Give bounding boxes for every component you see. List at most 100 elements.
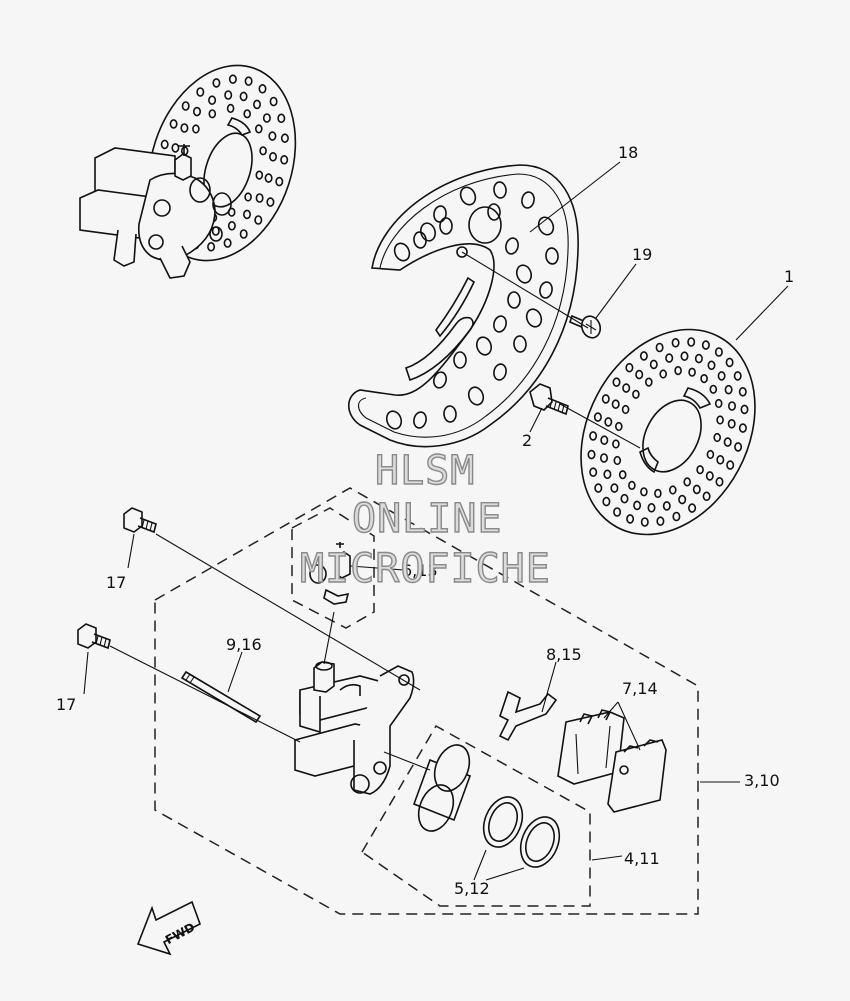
guard-cutout [539, 281, 553, 299]
bleed-screw [309, 542, 351, 605]
callout-6-13: 6,13 [402, 561, 438, 580]
bleeder-box [291, 507, 375, 629]
drill-hole [208, 109, 217, 119]
callout-7-14: 7,14 [622, 679, 658, 698]
drill-hole [662, 501, 671, 511]
drill-hole [647, 502, 656, 513]
drill-hole [275, 176, 284, 187]
drill-hole [259, 146, 267, 156]
guard-cutout [443, 405, 457, 423]
guard-cutout [439, 217, 453, 235]
drill-hole [688, 367, 696, 377]
drill-hole [243, 109, 251, 119]
drill-hole [707, 360, 716, 371]
drill-hole [702, 491, 711, 502]
drill-hole [621, 404, 630, 415]
drill-hole [683, 477, 692, 487]
fwd-arrow: FWD [136, 900, 201, 956]
drill-hole [733, 371, 742, 381]
drill-hole [724, 384, 733, 395]
drill-hole [602, 496, 611, 507]
guard-cutout [433, 205, 447, 223]
drill-hole [223, 238, 232, 248]
guard-cutout [433, 371, 447, 389]
drill-hole [687, 337, 696, 347]
guard-cutout [493, 363, 507, 381]
drill-hole [239, 91, 248, 102]
guard-cutout [487, 203, 501, 221]
drill-hole [709, 384, 718, 394]
bolt-17-lower [77, 623, 111, 650]
drill-hole [226, 103, 235, 113]
bolt-19 [569, 314, 602, 339]
drill-hole [674, 366, 682, 376]
drill-hole [277, 113, 286, 124]
bolt-17-upper [123, 507, 157, 534]
drill-hole [626, 514, 635, 524]
drill-hole [639, 351, 648, 361]
drill-hole [181, 101, 190, 111]
drill-hole [193, 106, 202, 117]
drill-hole [725, 357, 734, 368]
drill-hole [239, 229, 248, 239]
drill-hole [656, 516, 665, 527]
drill-hole [622, 383, 631, 393]
disc-guard [347, 164, 579, 448]
drill-hole [659, 369, 668, 379]
drill-hole [696, 465, 704, 475]
drill-hole [253, 99, 262, 110]
brake-disc [580, 328, 756, 536]
guard-cutout [545, 247, 559, 265]
drill-hole [672, 511, 681, 522]
callout-9-16: 9,16 [226, 635, 262, 654]
drill-hole [589, 431, 598, 441]
piston-kit-box [361, 724, 591, 907]
drill-hole [192, 124, 200, 134]
drill-hole [618, 470, 627, 480]
drill-hole [612, 377, 621, 388]
drill-hole [258, 84, 267, 94]
leader-lines [83, 161, 789, 881]
drill-hole [620, 493, 629, 504]
guard-cutout [393, 242, 411, 262]
slide-pin [180, 670, 262, 724]
drill-hole [227, 221, 236, 231]
watermark-line-2: ONLINE [352, 496, 503, 542]
drill-hole [610, 483, 619, 493]
drill-hole [694, 353, 703, 364]
drill-hole [611, 399, 620, 410]
drill-hole [726, 460, 735, 470]
drill-hole [160, 139, 169, 150]
guard-cutout [413, 411, 427, 429]
watermark-line-3: MICROFICHE [300, 546, 551, 592]
piston-seal-1 [482, 796, 524, 848]
watermark: HLSM ONLINE MICROFICHE [299, 447, 551, 592]
callout-17-lower: 17 [56, 695, 76, 714]
drill-hole [713, 432, 722, 443]
drill-hole [734, 442, 743, 452]
drill-hole [268, 152, 277, 162]
guard-cutouts [385, 181, 559, 430]
drill-hole [716, 415, 724, 425]
drill-hole [280, 133, 289, 143]
guard-cutout [459, 186, 477, 206]
drill-hole [208, 95, 217, 105]
drill-hole [633, 500, 642, 511]
guard-cutout [513, 335, 527, 353]
drill-hole [207, 242, 216, 252]
guard-cutout [505, 237, 519, 255]
drill-hole [632, 389, 640, 399]
drill-hole [640, 487, 648, 497]
guard-cutout [475, 336, 493, 356]
drill-hole [593, 412, 602, 422]
guard-cutout [525, 308, 543, 328]
caliper-body [294, 661, 415, 795]
guard-cutout [453, 351, 467, 369]
callout-17-upper: 17 [106, 573, 126, 592]
drill-hole [224, 90, 233, 100]
guard-cutout [420, 222, 436, 242]
assembled-caliper [79, 144, 232, 279]
drill-hole [599, 453, 608, 463]
callout-5-12: 5,12 [454, 879, 490, 898]
